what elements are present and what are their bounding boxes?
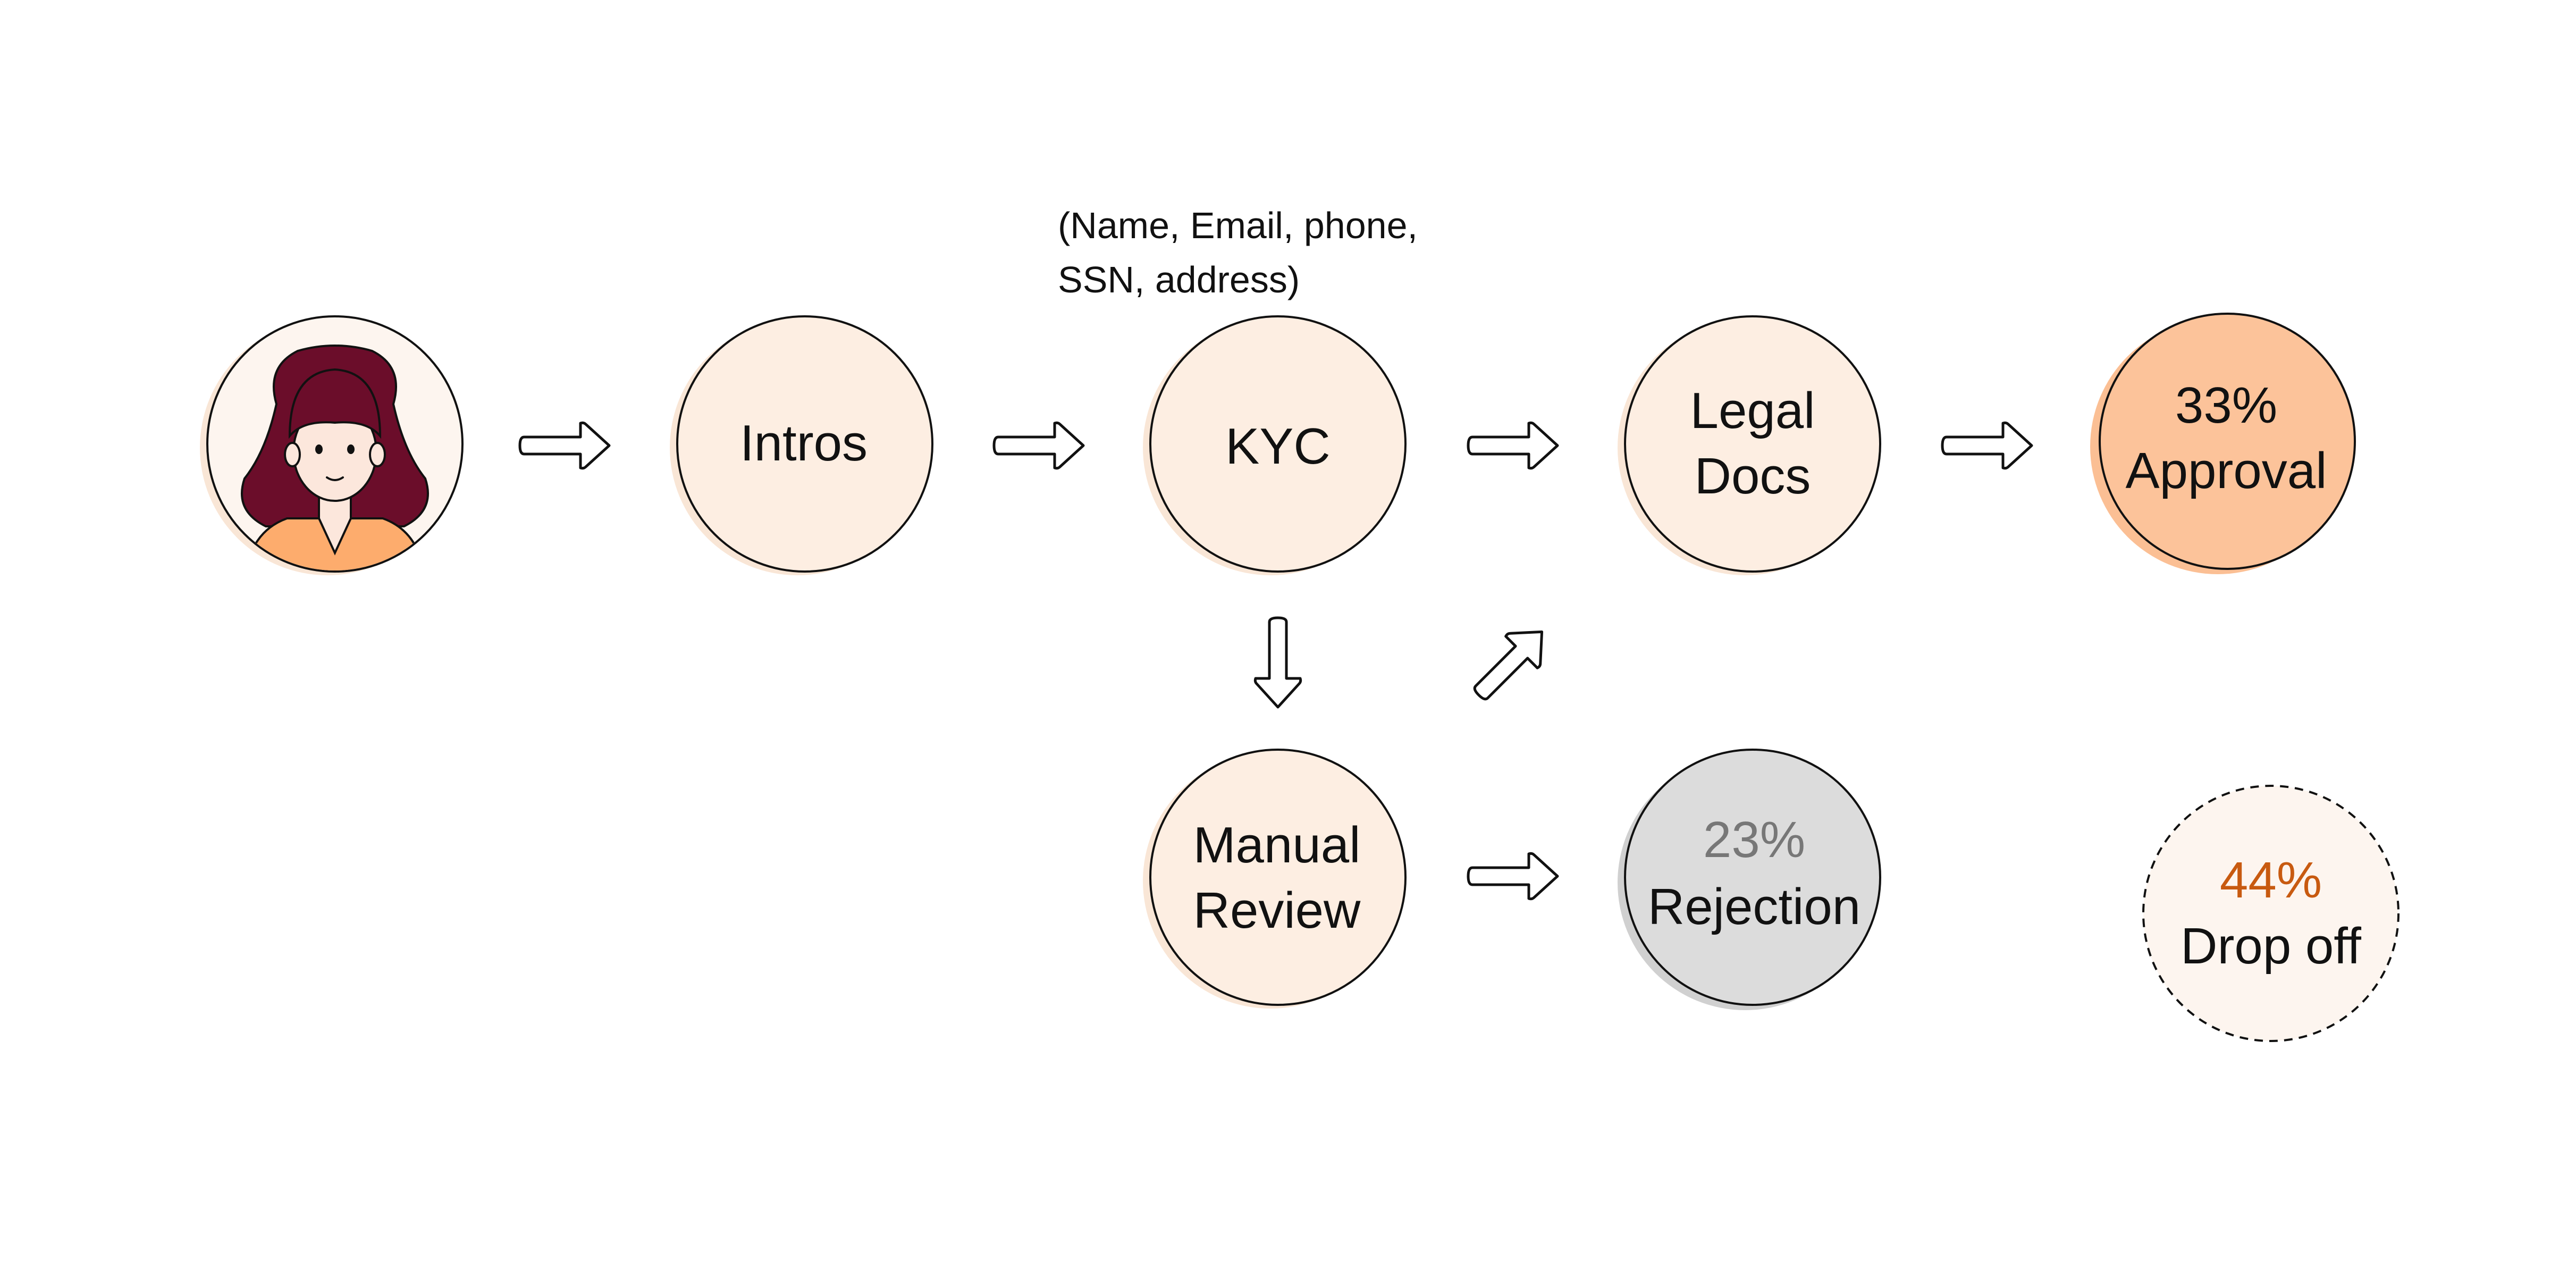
user-node: [200, 315, 464, 575]
intros-node: Intros: [670, 315, 933, 575]
legal-docs-label-line-1: Legal: [1690, 382, 1815, 439]
kyc-node: KYC: [1143, 315, 1407, 575]
approval-node: 33% Approval: [2090, 313, 2356, 574]
arrow-kyc-to-manual-review: [1255, 618, 1300, 707]
intros-label: Intros: [740, 415, 868, 472]
rejection-node: 23% Rejection: [1618, 749, 1881, 1010]
rejection-percent: 23%: [1703, 811, 1805, 868]
manual-review-label-line-1: Manual: [1193, 817, 1361, 874]
arrow-intros-to-kyc: [994, 423, 1083, 468]
approval-percent: 33%: [2175, 377, 2277, 434]
arrow-legal-docs-to-approval: [1942, 423, 2032, 468]
rejection-label: Rejection: [1648, 878, 1861, 935]
manual-review-label-line-2: Review: [1193, 882, 1361, 939]
kyc-label: KYC: [1225, 418, 1330, 475]
kyc-note-line-2: SSN, address): [1058, 259, 1300, 300]
drop-off-node: 44% Drop off: [2142, 785, 2400, 1042]
drop-off-label: Drop off: [2181, 918, 2361, 975]
arrow-user-to-intros: [520, 423, 609, 468]
kyc-note-line-1: (Name, Email, phone,: [1058, 205, 1418, 246]
arrow-manual-review-to-rejection: [1468, 853, 1558, 899]
approval-label: Approval: [2126, 442, 2327, 499]
arrow-manual-review-to-legal-docs: [1463, 616, 1558, 711]
legal-docs-node: Legal Docs: [1618, 315, 1881, 575]
arrow-kyc-to-legal-docs: [1468, 423, 1558, 468]
manual-review-node: Manual Review: [1143, 749, 1407, 1009]
legal-docs-label-line-2: Docs: [1695, 448, 1811, 505]
drop-off-percent: 44%: [2220, 852, 2322, 909]
